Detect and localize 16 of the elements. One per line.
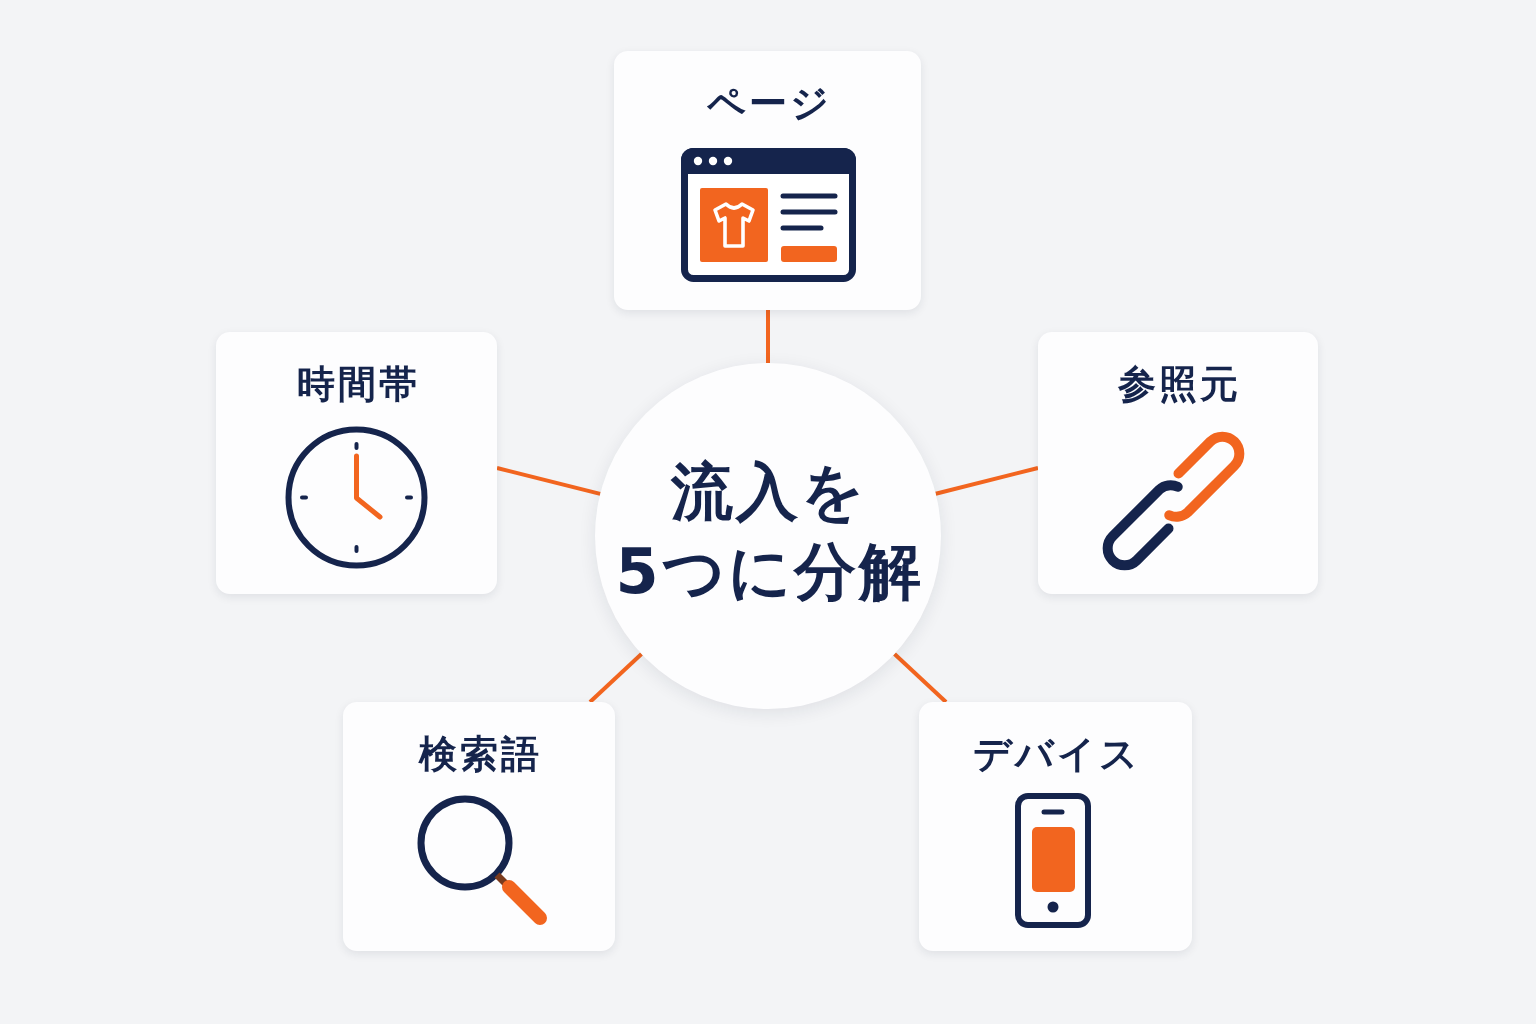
connector-line [935, 466, 1039, 496]
card-title: 検索語 [417, 732, 543, 776]
category-card [343, 702, 615, 951]
card-title: ページ [705, 81, 833, 125]
card-title: デバイス [972, 732, 1142, 776]
card-title: 時間帯 [295, 362, 421, 406]
connector-line [588, 652, 643, 704]
category-card [216, 332, 497, 594]
category-card [1038, 332, 1318, 594]
connector-line [496, 466, 601, 496]
card-title: 参照元 [1117, 362, 1242, 406]
hub-title: 流入を5つに分解 [614, 454, 924, 610]
connector-line [766, 310, 770, 363]
connector-line [893, 652, 948, 704]
category-card [614, 51, 921, 310]
category-card [919, 702, 1192, 951]
